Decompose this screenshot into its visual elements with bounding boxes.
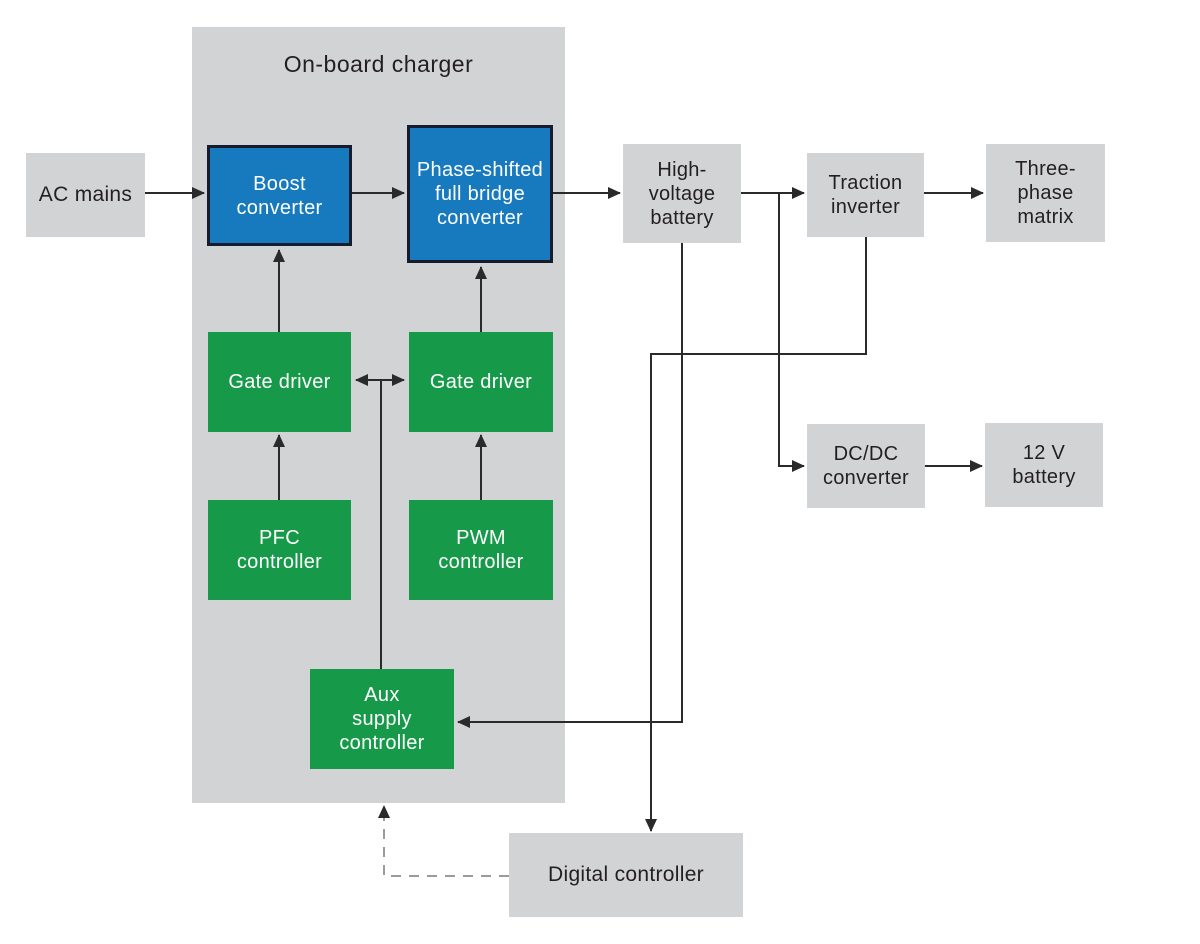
node-aux-supply-controller: Aux supply controller <box>310 669 454 769</box>
node-gate-driver-left: Gate driver <box>208 332 351 432</box>
node-label: Three- phase matrix <box>1015 158 1076 228</box>
node-pwm-controller: PWM controller <box>409 500 553 600</box>
node-label: AC mains <box>38 183 133 207</box>
node-pfc-controller: PFC controller <box>208 500 351 600</box>
node-label: 12 V battery <box>1012 442 1076 488</box>
node-label: Gate driver <box>429 371 533 393</box>
node-12v-battery: 12 V battery <box>985 423 1103 507</box>
node-traction-inverter: Traction inverter <box>807 153 924 237</box>
node-label: Aux supply controller <box>339 684 425 754</box>
node-label: Phase-shifted full bridge converter <box>416 159 544 229</box>
node-high-voltage-battery: High- voltage battery <box>623 144 741 243</box>
node-label: Boost converter <box>236 172 323 219</box>
node-label: PFC controller <box>236 527 323 573</box>
node-boost-converter: Boost converter <box>207 145 352 246</box>
wire-traction-inverter-to-digital-controller <box>645 237 867 832</box>
node-digital-controller: Digital controller <box>509 833 743 917</box>
node-gate-driver-right: Gate driver <box>409 332 553 432</box>
node-label: Digital controller <box>548 863 704 887</box>
node-label: Traction inverter <box>828 172 903 218</box>
node-three-phase-matrix: Three- phase matrix <box>986 144 1105 242</box>
node-label: Gate driver <box>228 371 331 393</box>
node-label: PWM controller <box>438 527 524 573</box>
on-board-charger-title: On-board charger <box>283 51 474 77</box>
node-label: DC/DC converter <box>822 443 910 489</box>
wire-hv-battery-to-aux-supply <box>457 243 683 728</box>
node-ac-mains: AC mains <box>26 153 145 237</box>
node-label: High- voltage battery <box>648 158 716 229</box>
wire-digital-controller-to-charger-dashed <box>378 805 509 877</box>
node-dcdc-converter: DC/DC converter <box>807 424 925 508</box>
wire-tap-to-dcdc-converter <box>778 193 805 472</box>
node-phase-shifted-full-bridge-converter: Phase-shifted full bridge converter <box>407 125 553 263</box>
